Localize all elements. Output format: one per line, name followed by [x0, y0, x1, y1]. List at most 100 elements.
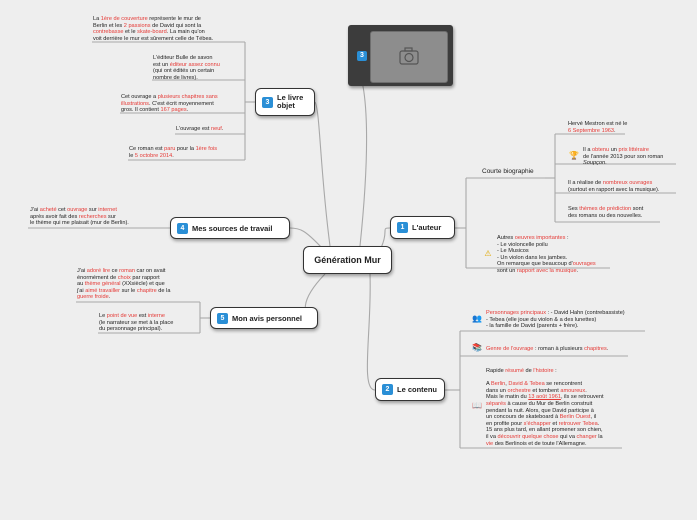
note-text: . — [606, 346, 609, 352]
branch-label: Le contenu — [397, 385, 438, 394]
highlighted-text: illustrations — [121, 100, 149, 107]
highlighted-text: orchestre — [507, 387, 531, 394]
highlighted-text: thèmes de prédiction — [579, 206, 632, 212]
note-text: est un — [153, 61, 170, 68]
note-text: Hervé Mestron est né le — [568, 121, 628, 127]
camera-icon — [399, 47, 419, 65]
highlighted-text: paru — [164, 146, 176, 152]
highlighted-text: Genre de l'ouvrage — [486, 346, 534, 352]
note-text: Ses — [568, 206, 580, 212]
note-personnages: Personnages principaux : - David Hahn (c… — [486, 310, 646, 330]
note-text: et — [550, 420, 559, 427]
highlighted-text: 6 Septembre 1963 — [568, 127, 615, 134]
note-text: . — [614, 127, 616, 134]
note-text: , ils se retrouvent — [560, 394, 604, 401]
note-text: : roman à plusieurs — [533, 346, 585, 352]
note-text: - Tebea (elle joue du violon & a des lun… — [486, 316, 597, 323]
highlighted-text: skate-board — [137, 29, 167, 36]
note-text: . — [221, 126, 224, 132]
highlighted-text: ouvrages — [572, 261, 596, 268]
note-text: . — [186, 107, 189, 114]
note-text: Berlin et les — [93, 22, 124, 29]
note-text: et le — [123, 29, 138, 36]
note-text: voit derrière le mur est sûrement celle … — [93, 35, 214, 42]
characters-icon: 👥 — [472, 314, 482, 323]
note-text: car on avait — [135, 268, 166, 274]
highlighted-text: vie — [486, 440, 494, 447]
highlighted-text: David & Tebea — [508, 381, 545, 388]
note-text: 15 ans plus tard, en allant promener son… — [486, 427, 603, 434]
highlighted-text: 167 pages — [160, 107, 187, 114]
note-ouvrages: Il a réalise de nombreux ouvrages(surtou… — [568, 180, 678, 193]
note-text: : — [553, 368, 557, 374]
highlighted-text: rapport avec la musique — [516, 267, 577, 274]
note-text: L'ouvrage est — [176, 126, 211, 132]
branch-l-auteur[interactable]: 1 L'auteur — [390, 216, 455, 239]
note-text: : — [565, 235, 569, 241]
note-text: sur — [106, 213, 116, 220]
branch-le-livre-objet[interactable]: 3 Le livre objet — [255, 88, 315, 116]
note-text: sur le — [120, 287, 137, 294]
note-text: . — [108, 294, 111, 301]
warning-icon: ⚠ — [484, 249, 492, 258]
note-oeuvres: Autres oeuvres importantes : - Le violon… — [497, 235, 617, 275]
note-text: par rapport — [130, 274, 160, 281]
note-text: Il a — [583, 147, 593, 153]
branch-label: L'auteur — [412, 223, 442, 232]
highlighted-text: choix — [117, 274, 131, 281]
note-text: le thème qui me plaisait (mur de Berlin)… — [30, 220, 129, 227]
note-etat: L'ouvrage est neuf. — [176, 126, 244, 133]
note-text: - Un violon dans les jambes. — [497, 254, 568, 261]
note-text: A — [486, 381, 491, 388]
note-text: La — [93, 16, 101, 22]
note-text: en profite pour — [486, 420, 524, 427]
note-text: des Berlinois et de toute l'Allemagne. — [493, 440, 587, 447]
highlighted-text: ouvrage — [67, 207, 88, 213]
note-text: - Le violoncelle poilu — [497, 241, 548, 248]
note-text: (qui ont édités un certain — [153, 68, 215, 75]
highlighted-text: l'histoire — [533, 368, 554, 374]
highlighted-text: séparés — [486, 400, 506, 407]
branch-number-badge: 2 — [382, 384, 393, 395]
branch-le-contenu[interactable]: 2 Le contenu — [375, 378, 445, 401]
note-couverture: La 1ère de couverture représente le mur … — [93, 16, 243, 42]
open-book-icon: 📖 — [472, 401, 482, 410]
branch-label: Le livre objet — [277, 93, 304, 110]
highlighted-text: plusieurs chapitres sans — [157, 94, 218, 100]
note-text: représente le mur de — [147, 16, 201, 22]
highlighted-text: aimé travailler — [85, 287, 121, 294]
note-text: de — [523, 368, 534, 374]
highlighted-text: acheté — [39, 207, 57, 213]
note-text: . La main qu'on — [166, 29, 205, 36]
note-text: . — [597, 420, 600, 427]
trophy-icon: 🏆 — [569, 151, 579, 160]
note-text: au — [77, 281, 85, 288]
central-topic[interactable]: Génération Mur — [303, 246, 392, 274]
image-node[interactable]: 3 — [348, 25, 453, 86]
note-text: (XXsiècle) et que — [120, 281, 165, 288]
note-text: le — [129, 152, 135, 159]
highlighted-text: 13 août 1961 — [528, 394, 561, 401]
note-text: pendant la nuit. Alors, que David partic… — [486, 407, 594, 414]
branch-mon-avis-personnel[interactable]: 5 Mon avis personnel — [210, 307, 318, 329]
highlighted-text: chapitres — [584, 346, 607, 352]
note-text: gros. Il contient — [121, 107, 161, 114]
note-text: sont un — [497, 267, 517, 274]
highlighted-text: prix littéraire — [618, 147, 649, 153]
highlighted-text: recherches — [78, 213, 107, 220]
note-text: un — [609, 147, 619, 153]
branch-mes-sources-de-travail[interactable]: 4 Mes sources de travail — [170, 217, 290, 239]
highlighted-text: éditeur assez connu — [169, 61, 220, 68]
highlighted-text: neuf — [210, 126, 222, 132]
highlighted-text: interne — [147, 313, 165, 319]
note-text: (surtout en rapport avec la musique). — [568, 186, 660, 193]
branch-label: Mon avis personnel — [232, 313, 303, 323]
note-text: après avoir fait des — [30, 213, 79, 220]
highlighted-text: roman — [119, 268, 135, 274]
highlighted-text: amoureux — [560, 387, 586, 394]
